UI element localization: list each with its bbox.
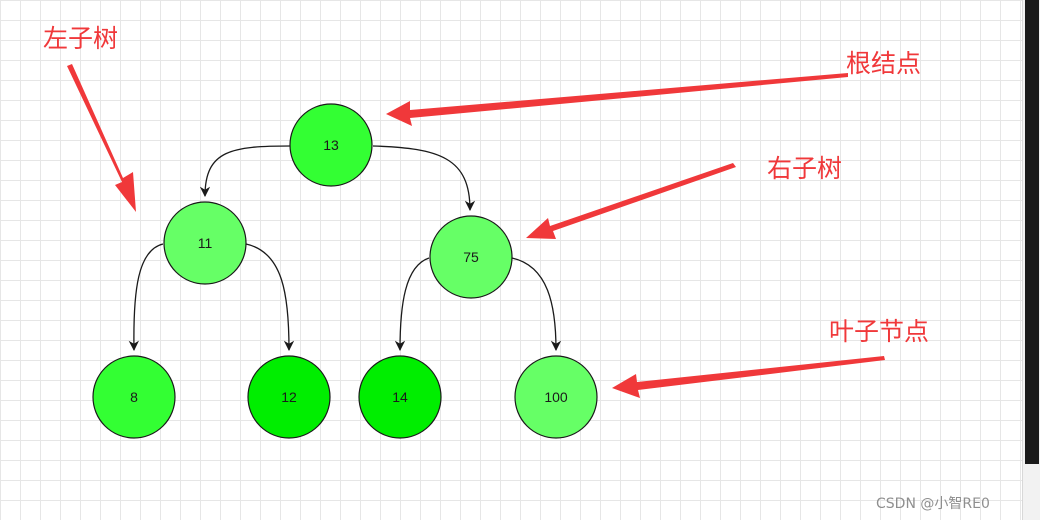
right-subtree-arrow <box>526 163 736 239</box>
right-subtree-label: 右子树 <box>767 154 842 183</box>
node-circle[interactable] <box>358 355 442 439</box>
leaf-arrow <box>612 356 885 398</box>
watermark: CSDN @小智RE0 <box>876 496 990 512</box>
node-label: 75 <box>463 249 479 265</box>
tree-nodes: 13 11 75 8 12 14 <box>92 103 598 439</box>
node-circle[interactable] <box>163 201 247 285</box>
node-circle[interactable] <box>514 355 598 439</box>
root-arrow <box>386 73 848 126</box>
node-circle[interactable] <box>289 103 373 187</box>
node-label: 13 <box>323 137 339 153</box>
left-subtree-label: 左子树 <box>43 24 118 53</box>
tree-node[interactable]: 100 <box>514 355 598 439</box>
edge-11-8 <box>128 243 164 352</box>
node-label: 100 <box>544 389 568 405</box>
tree-node[interactable]: 14 <box>358 355 442 439</box>
node-label: 11 <box>198 235 213 251</box>
node-label: 8 <box>130 389 138 405</box>
tree-edges <box>128 145 562 352</box>
annotation-labels: 左子树 根结点 右子树 叶子节点 <box>43 24 929 346</box>
node-circle[interactable] <box>92 355 176 439</box>
tree-node[interactable]: 8 <box>92 355 176 439</box>
node-label: 14 <box>392 389 408 405</box>
edge-11-12 <box>245 243 295 352</box>
right-scrollbar[interactable] <box>1022 0 1040 520</box>
annotation-arrows <box>67 64 885 398</box>
node-circle[interactable] <box>247 355 331 439</box>
node-circle[interactable] <box>429 215 513 299</box>
left-subtree-arrow <box>67 64 136 212</box>
edge-75-14 <box>394 257 430 352</box>
scrollbar-track[interactable] <box>1025 0 1039 464</box>
edge-75-100 <box>511 257 562 352</box>
node-label: 12 <box>281 389 297 405</box>
root-node-label: 根结点 <box>846 49 921 78</box>
tree-node[interactable]: 11 <box>163 201 247 285</box>
tree-node[interactable]: 13 <box>289 103 373 187</box>
tree-node[interactable]: 75 <box>429 215 513 299</box>
leaf-nodes-label: 叶子节点 <box>829 317 929 346</box>
edge-13-11 <box>199 145 291 198</box>
edge-13-75 <box>372 145 476 212</box>
tree-node[interactable]: 12 <box>247 355 331 439</box>
